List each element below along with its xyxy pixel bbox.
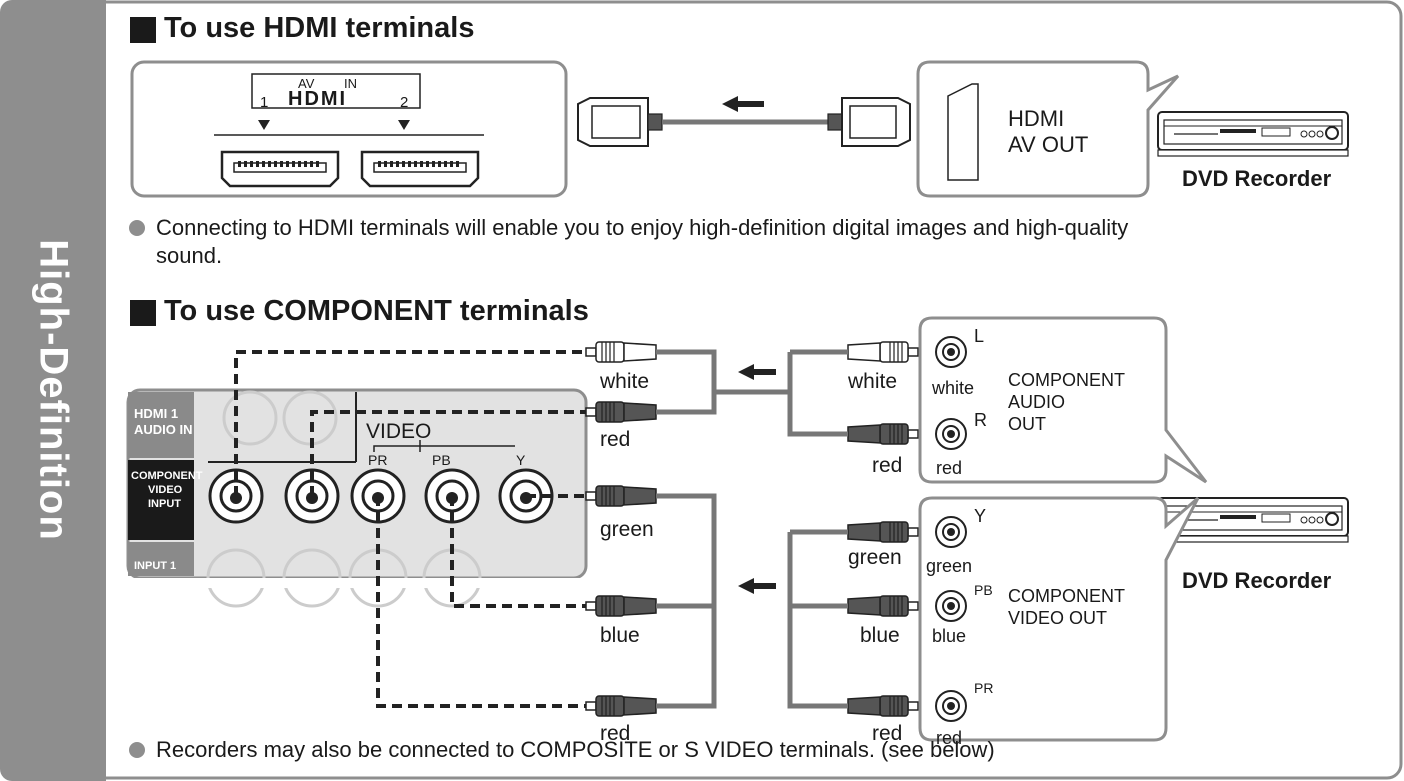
cable-blue-right: blue xyxy=(860,624,900,647)
dvd-recorder-1-label: DVD Recorder xyxy=(1182,166,1332,191)
plug-blue-tv xyxy=(586,596,674,616)
video-cable xyxy=(674,493,830,709)
panel-comp-1: COMPONENT xyxy=(131,470,203,482)
cable-red-right: red xyxy=(872,454,903,477)
panel-hdmi-audio-2: AUDIO IN xyxy=(134,422,193,437)
video-pb-label: PB xyxy=(974,582,993,598)
plug-white-tv xyxy=(586,342,674,362)
jack-green-label: green xyxy=(926,556,973,576)
heading-square-component xyxy=(130,300,156,326)
video-out-1: COMPONENT xyxy=(1008,586,1125,606)
hdmi-out-label-2: AV OUT xyxy=(1008,132,1089,157)
cable-blue-left: blue xyxy=(600,624,640,647)
port-1-label: 1 xyxy=(260,94,269,111)
cable-green-right: green xyxy=(848,546,902,569)
dvd-recorder-1-icon xyxy=(1157,111,1349,157)
in-label: IN xyxy=(344,76,357,91)
heading-square-hdmi xyxy=(130,17,156,43)
audio-l-label: L xyxy=(974,326,985,346)
panel-comp-3: INPUT xyxy=(148,498,181,510)
component-heading: To use COMPONENT terminals xyxy=(164,295,589,327)
plug-red2-tv xyxy=(586,696,674,716)
hdmi-cable xyxy=(577,96,911,147)
plug-green-tv xyxy=(586,486,674,506)
panel-comp-2: VIDEO xyxy=(148,484,183,496)
hdmi-logo: HDMI xyxy=(288,88,348,110)
panel-hdmi-audio-1: HDMI 1 xyxy=(134,406,179,421)
audio-r-label: R xyxy=(974,410,987,430)
hdmi-port-1 xyxy=(220,150,340,188)
port-2-label: 2 xyxy=(400,94,409,111)
plug-green-rec xyxy=(830,522,918,542)
video-label: VIDEO xyxy=(366,420,432,443)
panel-input1: INPUT 1 xyxy=(134,560,177,572)
y-label: Y xyxy=(516,452,526,468)
plug-white-rec xyxy=(830,342,918,362)
cable-white-left: white xyxy=(600,370,650,393)
hdmi-out-callout xyxy=(916,60,1180,198)
video-out-callout xyxy=(918,496,1200,742)
cable-green-left: green xyxy=(600,518,654,541)
hdmi-note: Connecting to HDMI terminals will enable… xyxy=(156,215,1129,240)
tv-component-panel xyxy=(126,388,588,608)
video-y-label: Y xyxy=(974,506,987,526)
plug-red2-rec xyxy=(830,696,918,716)
plug-red-rec xyxy=(830,424,918,444)
hdmi-out-port xyxy=(947,83,979,181)
plug-red-tv xyxy=(586,402,674,422)
hdmi-note-cont: sound. xyxy=(156,243,223,268)
hdmi-port-2 xyxy=(360,150,480,188)
jack-blue-label: blue xyxy=(932,626,967,646)
cable-red-left: red xyxy=(600,428,631,451)
jack-white-label: white xyxy=(932,378,975,398)
bullet-1 xyxy=(129,220,145,236)
plug-blue-rec xyxy=(830,596,918,616)
side-tab xyxy=(0,0,106,781)
video-out-2: VIDEO OUT xyxy=(1008,608,1108,628)
audio-out-1: COMPONENT xyxy=(1008,370,1125,390)
hdmi-out-label-1: HDMI xyxy=(1008,106,1065,131)
av-label: AV xyxy=(298,76,315,91)
hdmi-heading: To use HDMI terminals xyxy=(164,12,475,44)
audio-out-callout xyxy=(918,316,1208,484)
audio-cable xyxy=(674,349,830,437)
audio-out-2: AUDIO xyxy=(1008,392,1066,412)
pr-label: PR xyxy=(368,452,388,468)
component-note: Recorders may also be connected to COMPO… xyxy=(156,737,995,762)
cable-red2-right: red xyxy=(872,722,903,745)
arrow-left-icon-video xyxy=(738,578,776,594)
cable-red2-left: red xyxy=(600,722,631,745)
pb-label: PB xyxy=(432,452,451,468)
audio-out-3: OUT xyxy=(1008,414,1046,434)
dashed-leads xyxy=(234,350,586,708)
arrow-left-icon xyxy=(722,96,764,112)
bullet-2 xyxy=(129,742,145,758)
cable-white-right: white xyxy=(848,370,898,393)
dvd-recorder-2-label: DVD Recorder xyxy=(1182,568,1332,593)
jack-red-label: red xyxy=(936,458,963,478)
jack-red2-label: red xyxy=(936,728,963,748)
video-pr-label: PR xyxy=(974,680,994,696)
arrow-left-icon-audio xyxy=(738,364,776,380)
